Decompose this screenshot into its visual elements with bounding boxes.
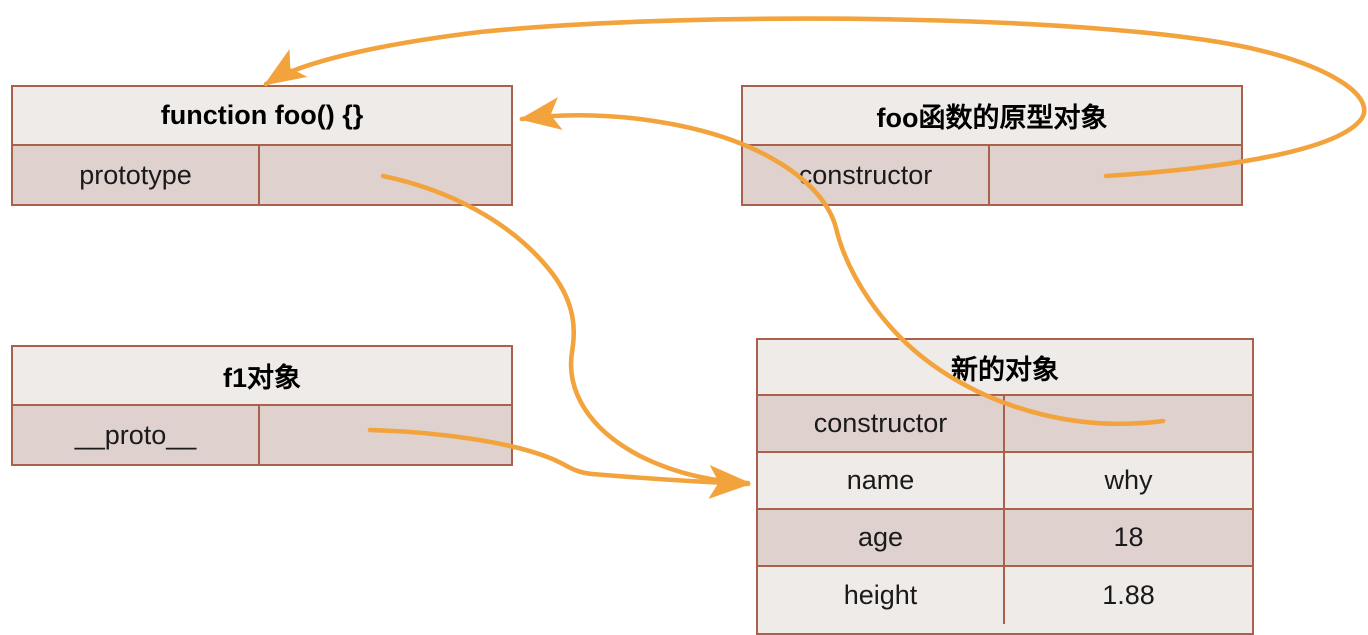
cell-key-name: name <box>758 453 1005 508</box>
cell-value-name: why <box>1104 465 1153 495</box>
cell-key-age: age <box>758 510 1005 565</box>
cell-key-prototype: prototype <box>13 146 260 204</box>
table-row[interactable]: constructor <box>758 396 1252 453</box>
table-row[interactable]: age 18 <box>758 510 1252 567</box>
box-foo-prototype-title: foo函数的原型对象 <box>743 87 1241 146</box>
box-foo-function-title: function foo() {} <box>13 87 511 146</box>
cell-key-constructor: constructor <box>758 396 1005 451</box>
table-row[interactable]: name why <box>758 453 1252 510</box>
cell-key-height: height <box>758 567 1005 624</box>
box-new-object-title: 新的对象 <box>758 340 1252 396</box>
cell-value-prototype <box>260 146 511 204</box>
cell-key-constructor: constructor <box>743 146 990 204</box>
cell-value-proto <box>260 406 511 464</box>
cell-value-constructor <box>1005 396 1252 451</box>
table-row[interactable]: height 1.88 <box>758 567 1252 624</box>
cell-key-proto: __proto__ <box>13 406 260 464</box>
box-f1-object[interactable]: f1对象 __proto__ <box>11 345 513 466</box>
cell-value-age: 18 <box>1113 522 1144 552</box>
cell-value-constructor <box>990 146 1241 204</box>
box-foo-function[interactable]: function foo() {} prototype <box>11 85 513 206</box>
cell-value-height: 1.88 <box>1102 580 1155 610</box>
box-new-object[interactable]: 新的对象 constructor name why age 18 height … <box>756 338 1254 635</box>
table-row[interactable]: constructor <box>743 146 1241 204</box>
box-foo-prototype[interactable]: foo函数的原型对象 constructor <box>741 85 1243 206</box>
box-f1-object-title: f1对象 <box>13 347 511 406</box>
table-row[interactable]: prototype <box>13 146 511 204</box>
table-row[interactable]: __proto__ <box>13 406 511 464</box>
